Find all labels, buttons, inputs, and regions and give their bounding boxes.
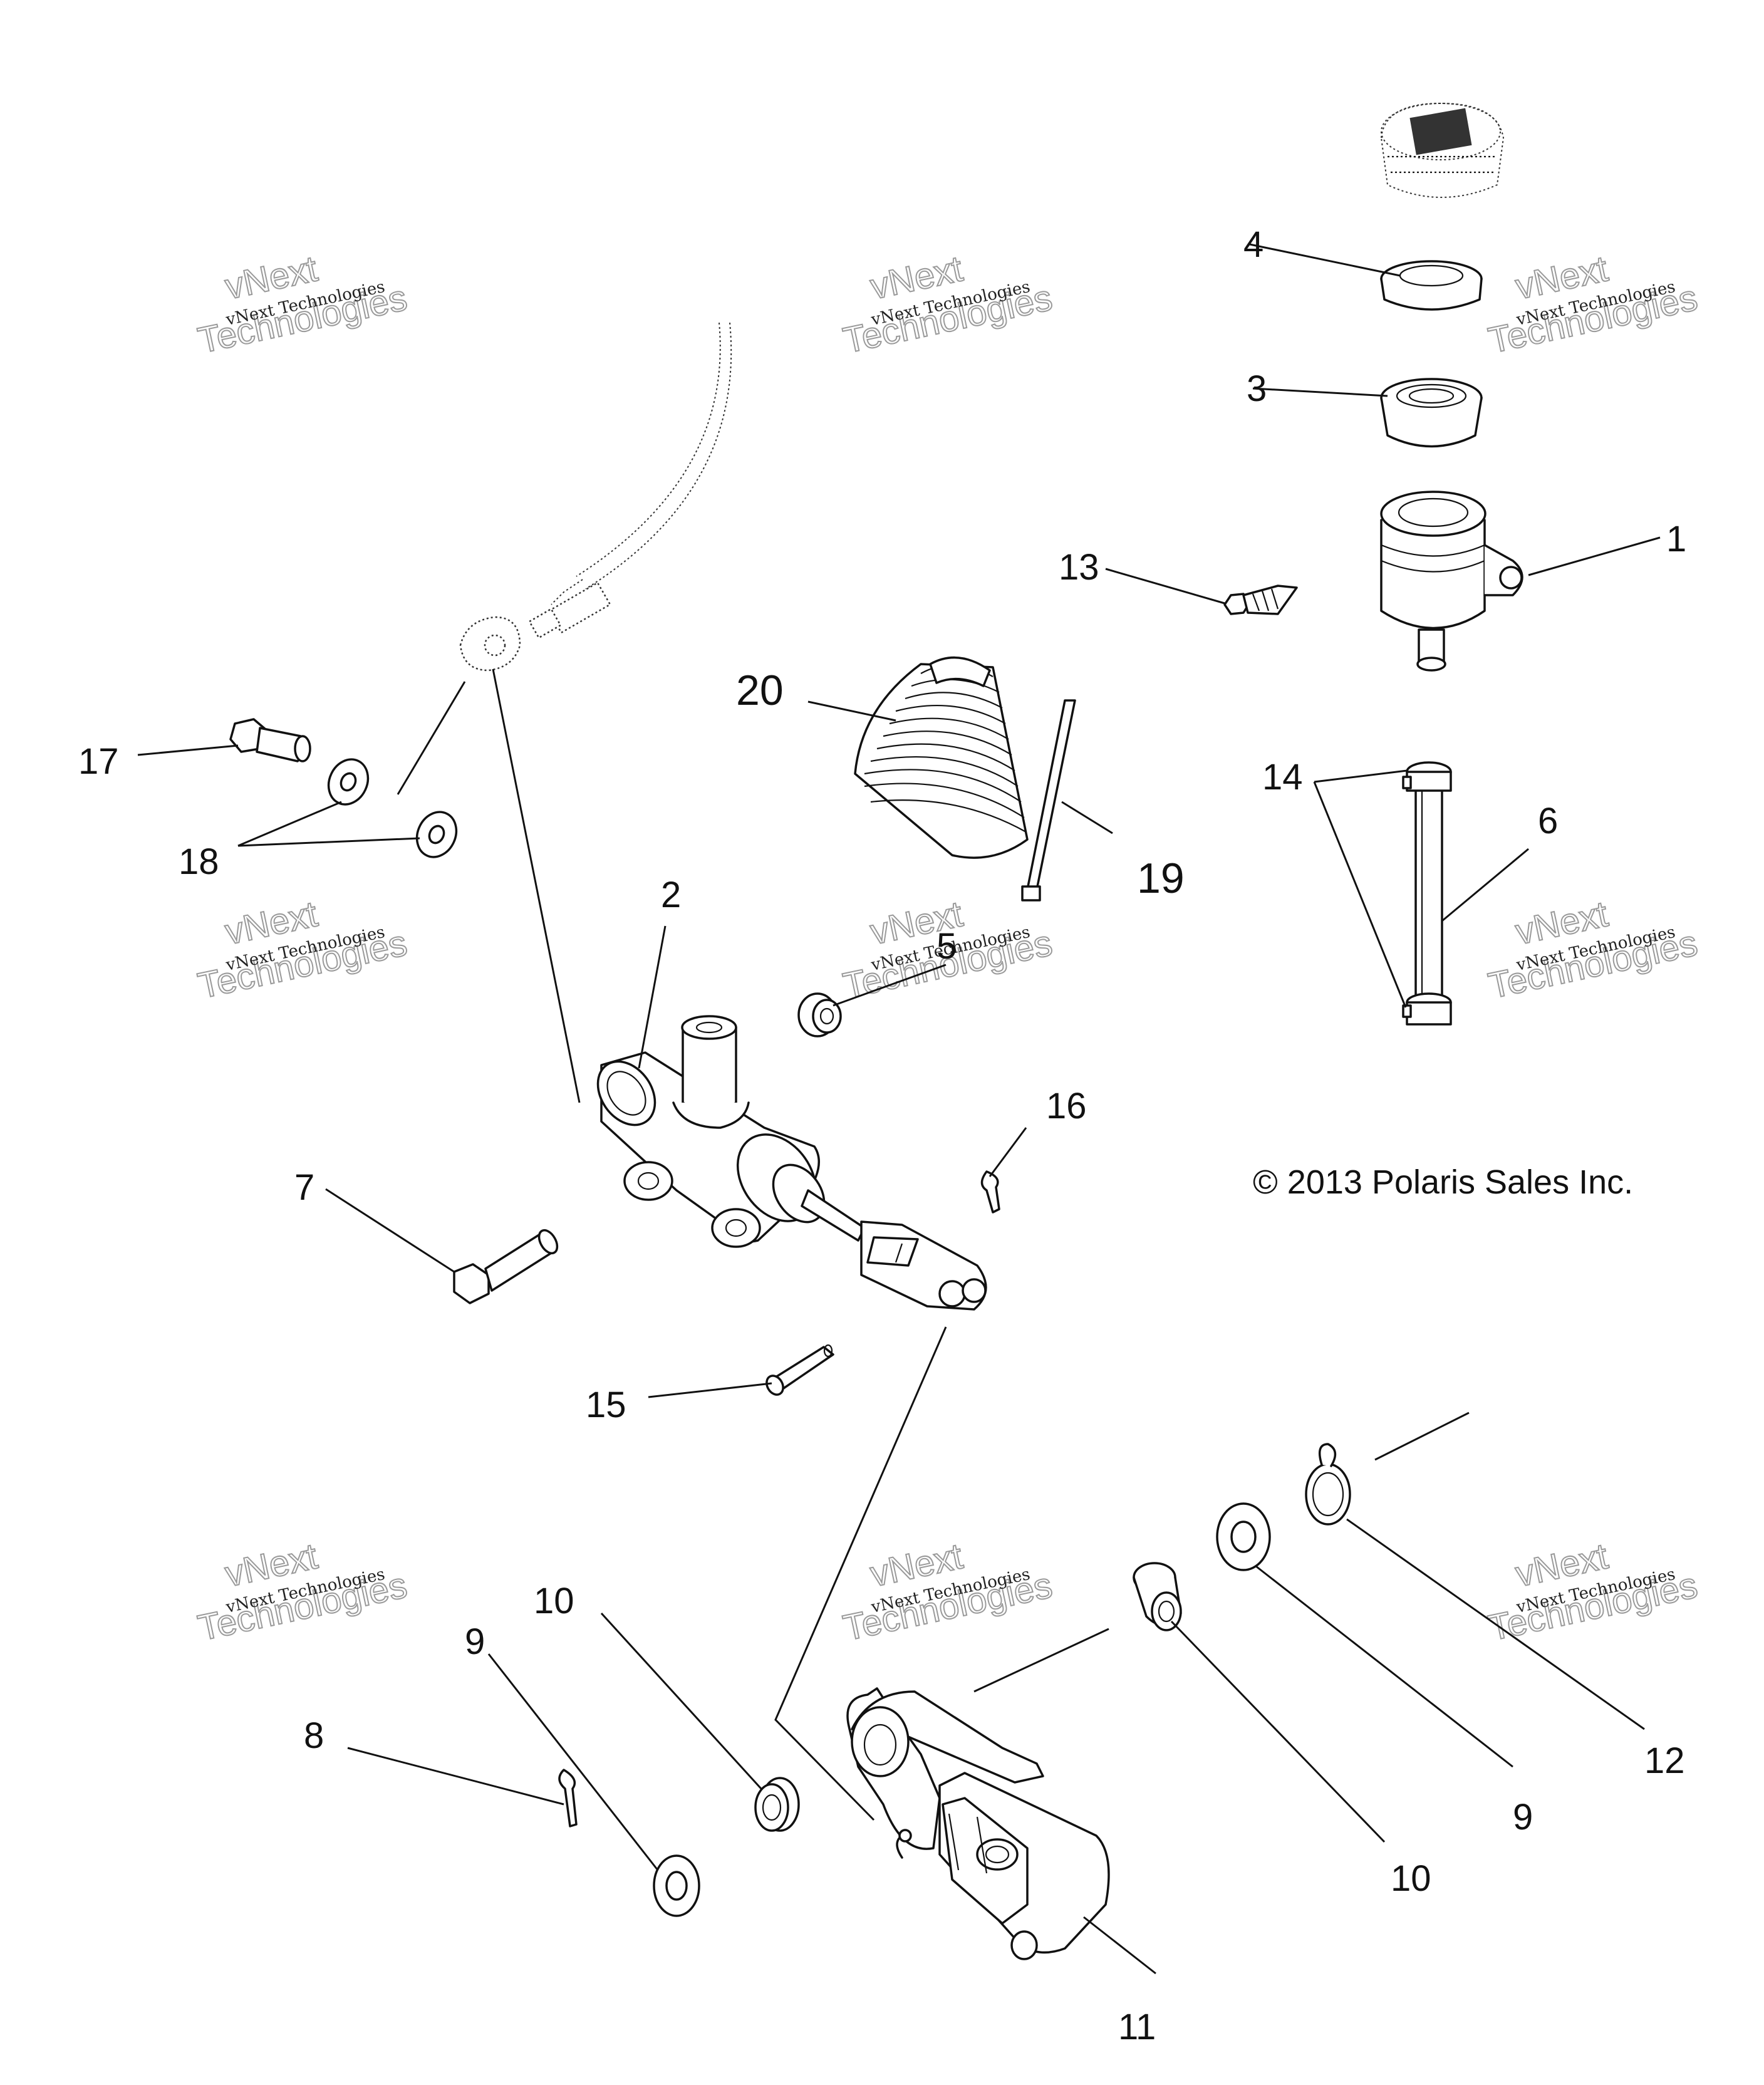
callout-20: 20 [736, 667, 784, 714]
callout-8: 8 [304, 1715, 324, 1756]
callout-7: 7 [294, 1167, 314, 1208]
washer-right [1216, 1502, 1271, 1571]
leader-lines [137, 243, 1661, 1975]
callout-11: 11 [1118, 2007, 1156, 2047]
callout-16: 16 [1046, 1086, 1087, 1126]
bushing-left [754, 1777, 800, 1832]
callout-9-right: 9 [1513, 1797, 1533, 1838]
sealing-washer-upper [327, 758, 370, 806]
callout-labels: 1 2 3 4 5 6 7 8 9 9 10 10 11 12 13 14 15… [78, 224, 1686, 2047]
callout-14: 14 [1262, 757, 1303, 798]
reservoir [1380, 491, 1523, 672]
brake-line-phantom [459, 322, 732, 672]
callout-4: 4 [1243, 224, 1263, 265]
cotter-pin-lower [558, 1769, 578, 1828]
screw [1223, 585, 1298, 615]
watermark-bottom-right: vNext Technologies vNext Technologies [1485, 1535, 1702, 1649]
watermark-bottom-left: vNext Technologies vNext Technologies [194, 1535, 412, 1649]
brake-pedal [846, 1687, 1110, 1960]
callout-18: 18 [179, 841, 219, 882]
watermark-middle-left: vNext Technologies vNext Technologies [194, 893, 412, 1007]
reservoir-cap [1380, 102, 1505, 198]
boot [854, 656, 1029, 859]
hose-clamp-upper [1402, 761, 1452, 792]
bolt [453, 1229, 559, 1304]
sealing-washer-lower [415, 811, 458, 858]
watermark-top-middle: vNext Technologies vNext Technologies [839, 247, 1057, 361]
reservoir-hose [1414, 776, 1443, 1010]
callout-17: 17 [78, 741, 119, 782]
callout-9-left: 9 [465, 1621, 485, 1662]
callout-13: 13 [1059, 547, 1099, 588]
master-cylinder [596, 1015, 987, 1311]
push-rod [1021, 699, 1076, 902]
callout-3: 3 [1247, 368, 1267, 409]
spring [1305, 1443, 1351, 1526]
washer-left [653, 1854, 700, 1917]
callout-12: 12 [1644, 1740, 1685, 1781]
callout-6: 6 [1538, 801, 1558, 841]
watermark-top-left: vNext Technologies vNext Technologies [194, 247, 412, 361]
callout-5: 5 [936, 926, 957, 967]
reservoir-diaphragm [1380, 260, 1483, 311]
callout-2: 2 [661, 875, 681, 915]
cotter-pin-upper [980, 1170, 1000, 1214]
callout-1: 1 [1666, 519, 1686, 559]
watermark-top-right: vNext Technologies vNext Technologies [1485, 247, 1702, 361]
copyright-notice: © 2013 Polaris Sales Inc. [1253, 1163, 1633, 1201]
hose-clamp-lower [1402, 992, 1452, 1026]
reservoir-insert [1380, 378, 1483, 448]
watermark-middle-right: vNext Technologies vNext Technologies [1485, 893, 1702, 1007]
bushing-right [1133, 1562, 1182, 1631]
callout-10-right: 10 [1391, 1858, 1431, 1899]
watermark-bottom-middle: vNext Technologies vNext Technologies [839, 1535, 1057, 1649]
clevis-pin [765, 1344, 834, 1396]
bolt-banjo [229, 718, 311, 762]
callout-19: 19 [1137, 855, 1185, 902]
callout-10-left: 10 [534, 1581, 574, 1621]
grommet [797, 992, 842, 1037]
callout-15: 15 [586, 1385, 626, 1425]
